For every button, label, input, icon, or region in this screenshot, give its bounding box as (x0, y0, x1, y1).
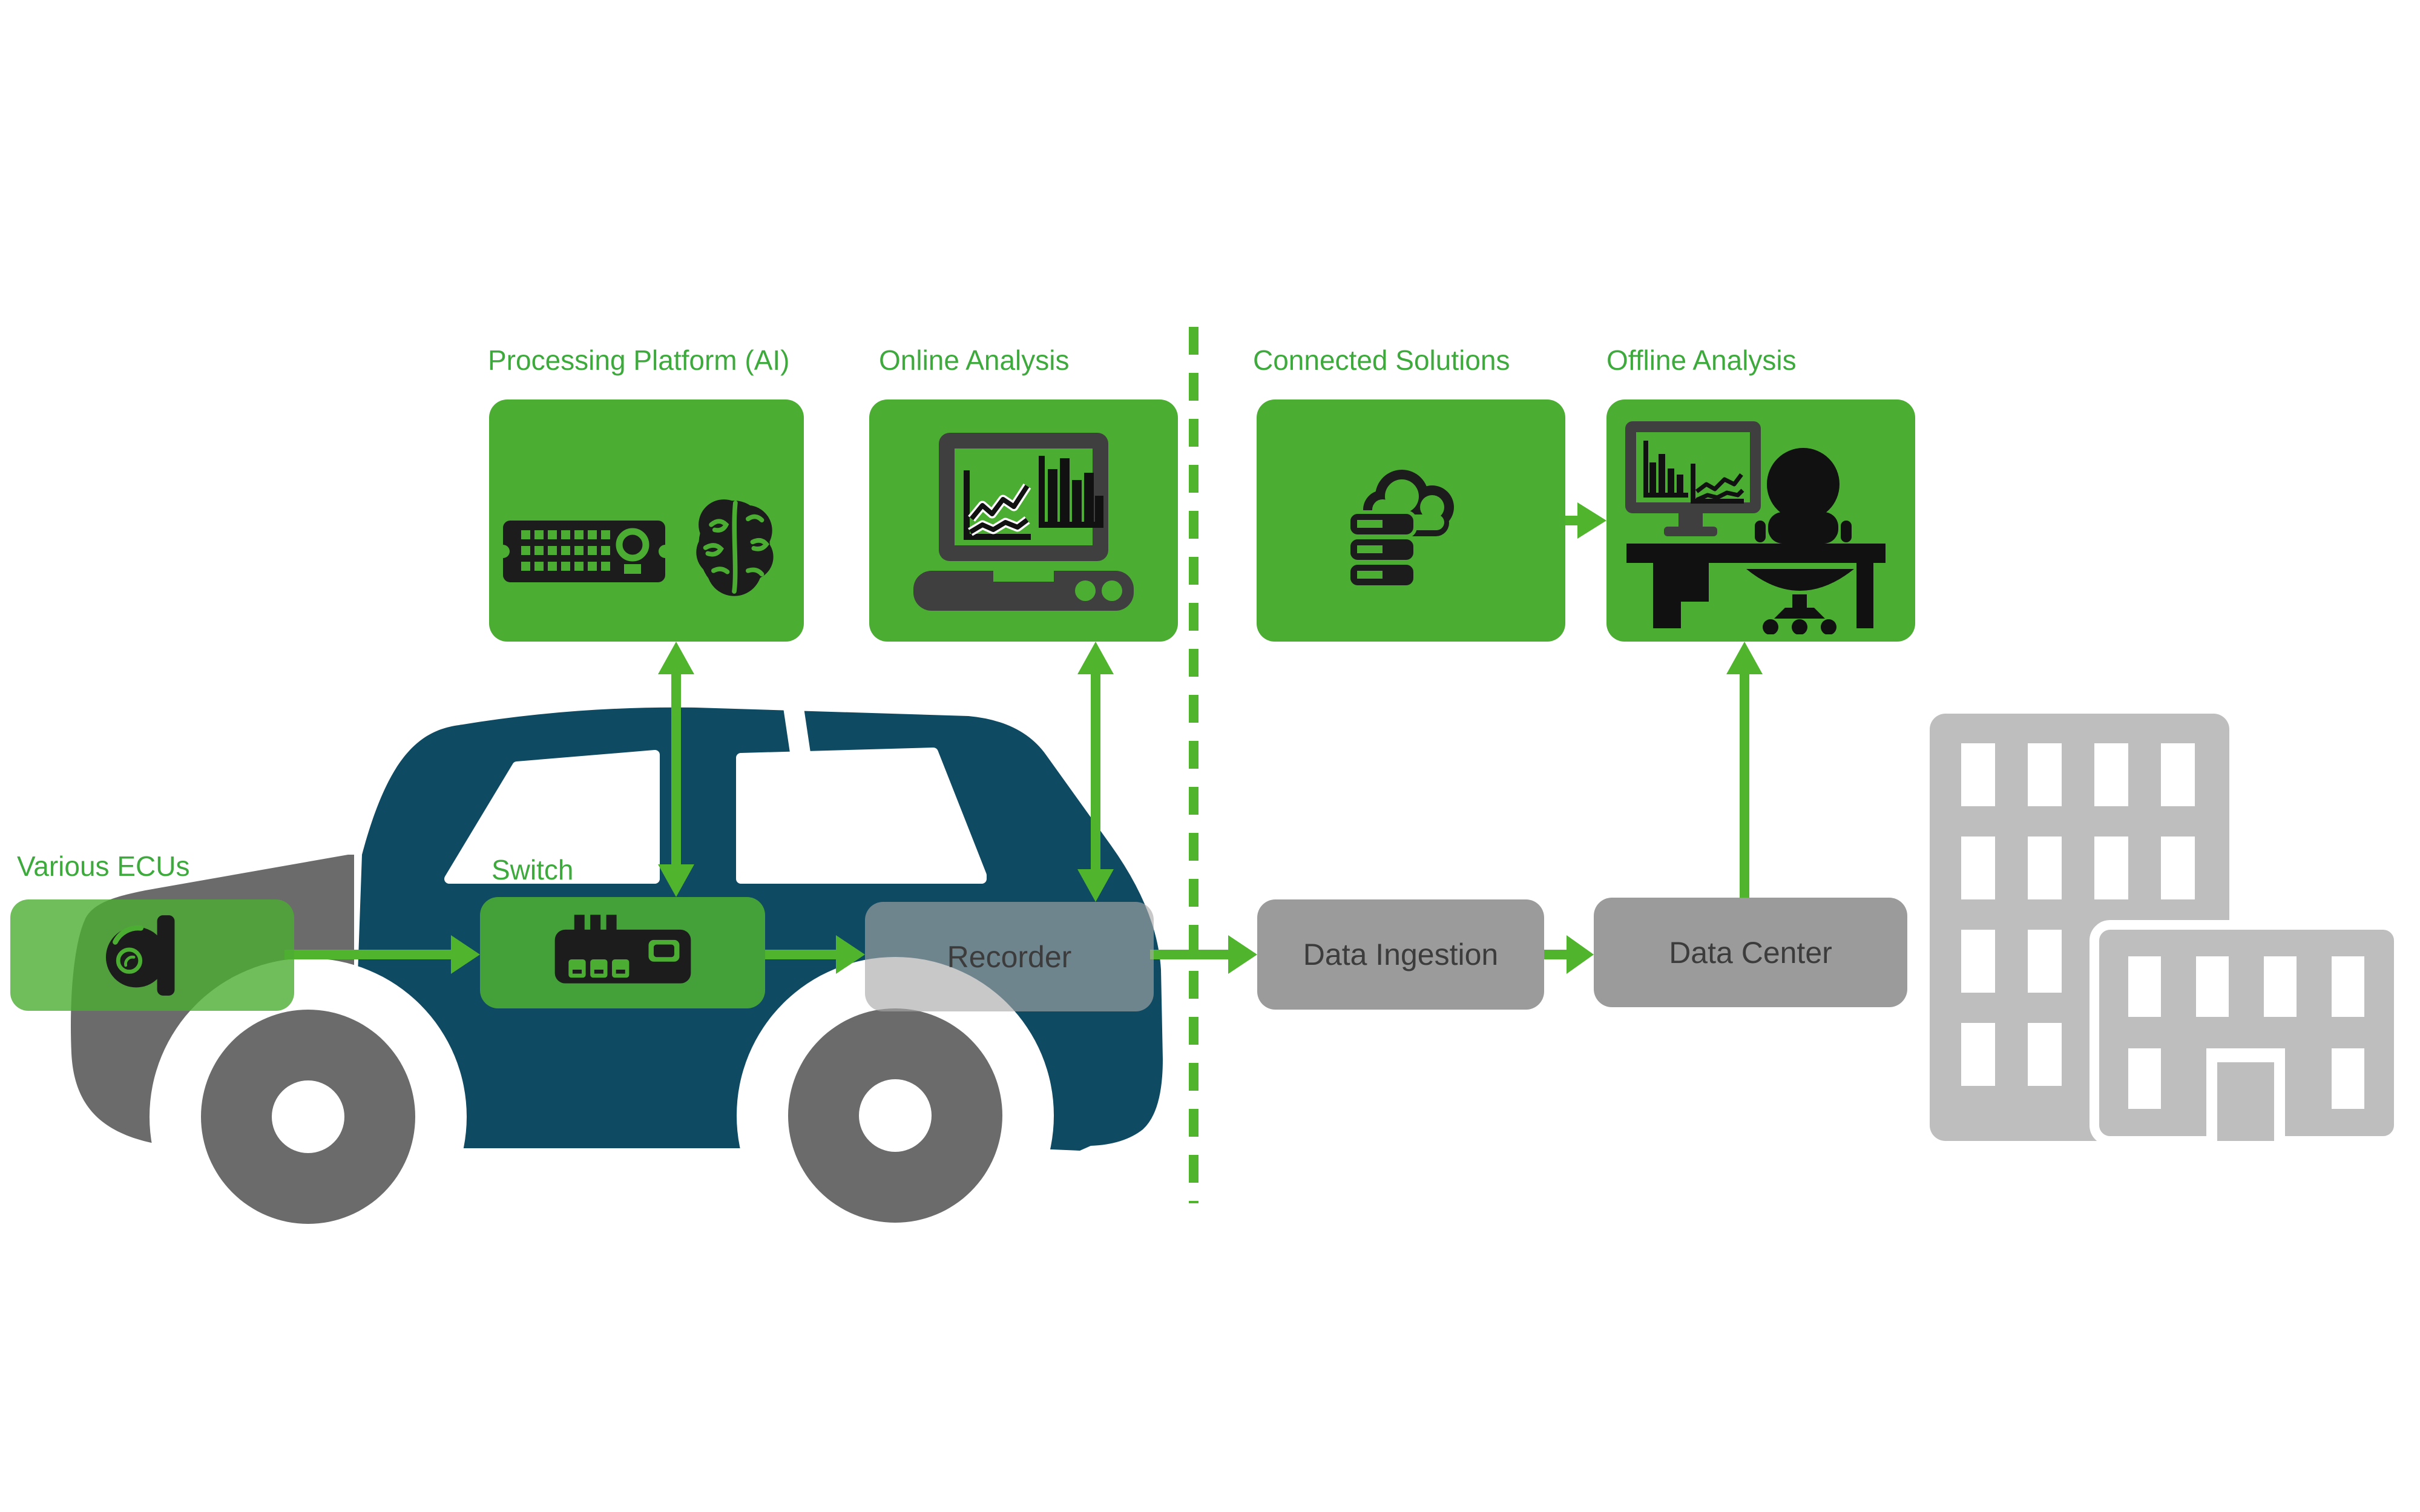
building-window (1961, 1023, 1995, 1086)
arrow-processing-switch-bidirectional (658, 642, 694, 897)
building-window (2161, 837, 2195, 899)
building-window (2161, 743, 2195, 806)
various-ecus-label: Various ECUs (17, 850, 190, 882)
building-window (2264, 956, 2297, 1017)
building-window (1961, 837, 1995, 899)
processing-platform-box (489, 399, 804, 642)
arrow-online-recorder-bidirectional (1077, 642, 1114, 902)
connected-solutions-label: Connected Solutions (1253, 344, 1510, 376)
building-window (2128, 1048, 2161, 1109)
roof-slit (782, 700, 811, 757)
various-ecus-box (10, 899, 294, 1011)
building-window (2332, 1048, 2364, 1109)
circuit-board-icon (501, 521, 670, 582)
offline-analysis-label: Offline Analysis (1606, 344, 1797, 376)
arrow-recorder-to-data-ingestion (1150, 935, 1257, 974)
rear-window (736, 748, 987, 884)
arrow-data-center-to-offline (1726, 642, 1763, 898)
arrow-ecus-to-switch (284, 935, 480, 974)
data-ingestion-box-label: Data Ingestion (1303, 938, 1499, 971)
building-window (1961, 743, 1995, 806)
cloud-server-icon (1347, 470, 1454, 589)
car-silhouette (70, 700, 1163, 1275)
building-window (2028, 930, 2062, 993)
recorder-box-label: Recorder (947, 939, 1072, 974)
recorder-box: Recorder (865, 902, 1154, 1011)
rear-wheel-hub (859, 1079, 932, 1152)
laptop-analytics-icon (913, 433, 1134, 611)
building-window (2128, 956, 2161, 1017)
ethernet-switch-icon (554, 915, 691, 984)
building-door (2217, 1062, 2274, 1141)
online-analysis-label: Online Analysis (879, 344, 1070, 376)
workstation-desk-icon (1625, 421, 1886, 634)
building-window (2028, 1023, 2062, 1086)
switch-label: Switch (492, 854, 574, 886)
processing-platform-label: Processing Platform (AI) (488, 344, 790, 376)
front-window (444, 750, 660, 884)
data-ingestion-box: Data Ingestion (1257, 899, 1544, 1010)
building-window (2028, 743, 2062, 806)
building-window (2332, 956, 2364, 1017)
data-center-box: Data Center (1594, 898, 1907, 1007)
arrow-data-ingestion-to-data-center (1544, 935, 1594, 974)
building-window (2094, 837, 2128, 899)
data-center-box-label: Data Center (1669, 935, 1832, 970)
building-window (2196, 956, 2229, 1017)
building-window (1961, 930, 1995, 993)
switch-box (480, 897, 765, 1008)
arrow-switch-to-recorder (765, 935, 865, 974)
online-analysis-box (869, 399, 1178, 642)
office-buildings-icon (1930, 714, 2404, 1146)
flow-arrows (284, 502, 1763, 974)
offline-analysis-box (1606, 399, 1915, 642)
front-wheel-hub (272, 1080, 344, 1153)
building-window (2094, 743, 2128, 806)
camera-icon (106, 915, 175, 996)
building-window (2028, 837, 2062, 899)
arrow-connected-to-offline (1565, 502, 1606, 539)
brain-icon (696, 499, 774, 596)
connected-solutions-box (1257, 399, 1565, 642)
